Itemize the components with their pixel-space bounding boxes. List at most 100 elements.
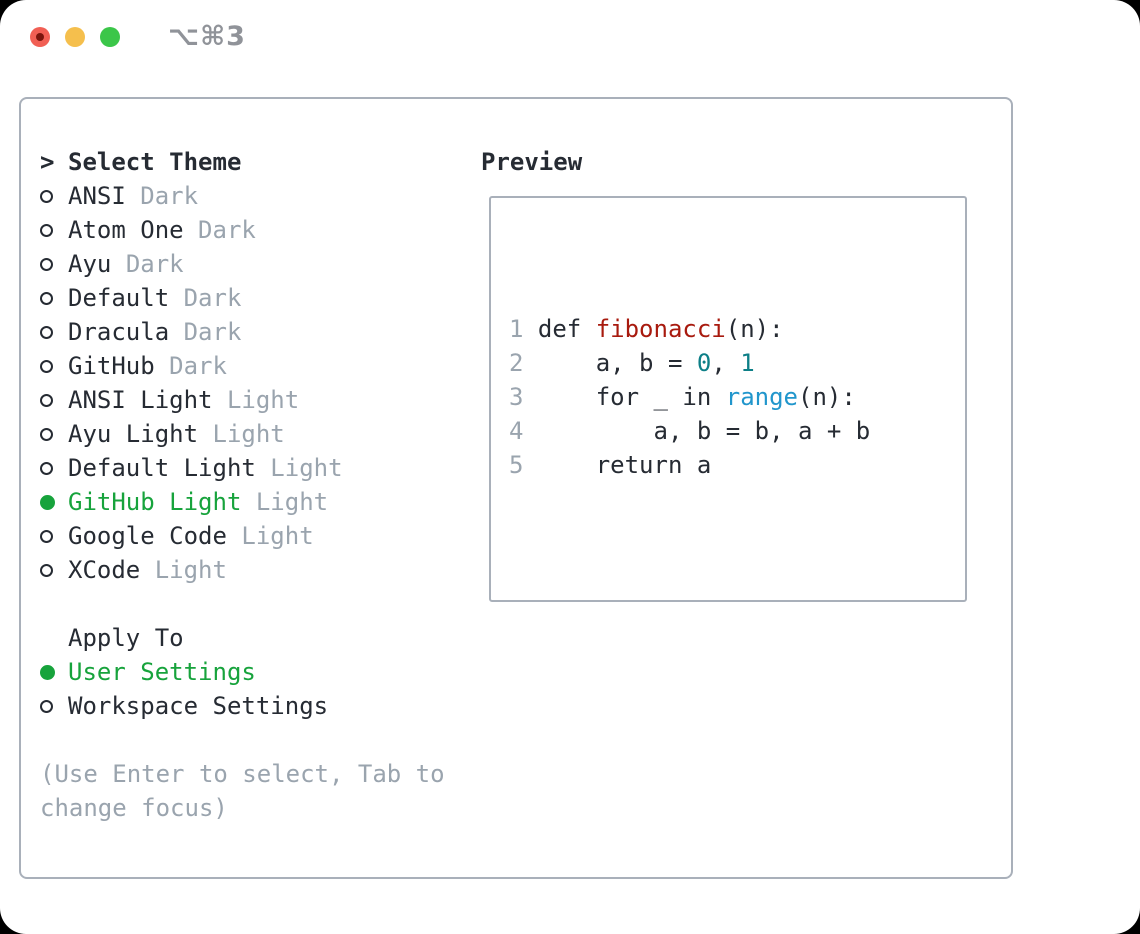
code-token: fibonacci [595,315,726,343]
theme-name: Default [68,284,170,312]
theme-variant: Light [270,454,343,482]
code-diff-gap [509,550,965,584]
theme-item[interactable]: Dracula Dark [40,315,481,349]
apply-to-list: User Settings Workspace Settings [40,655,481,723]
radio-marker [40,359,68,373]
theme-variant: Light [226,386,300,414]
keyboard-hint: (Use Enter to select, Tab to change focu… [40,760,445,822]
radio-marker [40,461,68,475]
theme-name: Atom One [68,216,184,244]
theme-variant: Light [212,420,285,448]
radio-icon [40,699,53,713]
code-line: 4 a, b = b, a + b [509,414,965,448]
radio-icon [40,325,53,339]
radio-marker [40,291,68,305]
code-line: 1 def fibonacci(n): [509,312,965,346]
radio-icon [40,257,53,271]
code-token: for _ in [537,383,726,411]
radio-icon [40,563,53,577]
theme-item[interactable]: ANSI Dark [40,179,481,213]
code-line: 5 return a [509,448,965,482]
section-gap [40,587,481,621]
apply-to-heading: Apply To [40,621,481,655]
theme-item[interactable]: Default Dark [40,281,481,315]
theme-item[interactable]: GitHub Light Light [40,485,481,519]
theme-name: XCode [68,556,141,584]
theme-list: ANSI Dark Atom One Dark Ayu Dark Default… [40,179,481,587]
select-theme-heading-row: > Select Theme [40,145,481,179]
theme-name: Ayu [68,250,112,278]
apply-to-option[interactable]: Workspace Settings [40,689,481,723]
window-shortcut-label: ⌥⌘3 [168,21,246,52]
code-token: def [537,315,596,343]
code-token: a, b = b, a + b [537,417,871,445]
theme-name: ANSI Light [68,386,213,414]
apply-to-option[interactable]: User Settings [40,655,481,689]
radio-icon [40,427,53,441]
theme-variant: Dark [169,352,227,380]
radio-icon [40,664,55,680]
radio-marker [40,189,68,203]
apply-to-label: User Settings [68,658,256,686]
radio-marker [40,529,68,543]
theme-item[interactable]: GitHub Dark [40,349,481,383]
theme-picker-column: > Select Theme ANSI Dark Atom One Dark Ay… [21,99,481,877]
radio-marker [40,393,68,407]
code-line: 3 for _ in range(n): [509,380,965,414]
theme-variant: Dark [198,216,256,244]
code-token: (n): [798,383,856,411]
theme-variant: Light [241,522,314,550]
theme-item[interactable]: Atom One Dark [40,213,481,247]
theme-item[interactable]: Google Code Light [40,519,481,553]
prompt-caret-icon: > [40,148,55,176]
line-number: 5 [509,451,524,479]
code-token: , [711,349,741,377]
preview-title: Preview [481,148,583,176]
radio-marker [40,325,68,339]
preview-column: Preview 1 def fibonacci(n):2 a, b = 0, 1… [481,99,1011,877]
prompt-marker: > [40,145,68,179]
zoom-button-icon[interactable] [100,27,120,47]
theme-item[interactable]: Default Light Light [40,451,481,485]
theme-item[interactable]: Ayu Light Light [40,417,481,451]
theme-variant: Dark [125,250,184,278]
minimize-button-icon[interactable] [65,27,85,47]
line-number: 1 [509,315,524,343]
radio-marker [40,223,68,237]
theme-name: Ayu Light [68,420,199,448]
close-button-icon[interactable] [30,27,50,47]
theme-picker-panel: > Select Theme ANSI Dark Atom One Dark Ay… [19,97,1013,879]
radio-marker [40,257,68,271]
code-token: a, b = [537,349,697,377]
code-line: 2 a, b = 0, 1 [509,346,965,380]
radio-marker [40,563,68,577]
radio-icon [40,461,53,475]
line-number: 3 [509,383,524,411]
theme-variant: Dark [183,318,242,346]
theme-variant: Light [255,488,329,516]
radio-icon [40,291,53,305]
code-token: 0 [696,349,712,377]
radio-icon [40,359,53,373]
theme-item[interactable]: ANSI Light Light [40,383,481,417]
radio-marker [40,664,68,680]
apply-to-title: Apply To [68,624,184,652]
theme-item[interactable]: Ayu Dark [40,247,481,281]
radio-icon [40,189,53,203]
theme-name: GitHub [68,352,155,380]
theme-name: Dracula [68,318,170,346]
theme-item[interactable]: XCode Light [40,553,481,587]
radio-marker [40,427,68,441]
line-number: 2 [509,349,524,377]
code-token: 1 [740,349,755,377]
radio-icon [40,223,53,237]
radio-icon [40,494,55,510]
select-theme-title: Select Theme [68,148,242,176]
code-token: (n): [725,315,784,343]
theme-variant: Dark [140,182,199,210]
title-bar: ⌥⌘3 [0,0,1140,97]
radio-marker [40,494,68,510]
radio-icon [40,393,53,407]
theme-name: GitHub Light [68,488,242,516]
